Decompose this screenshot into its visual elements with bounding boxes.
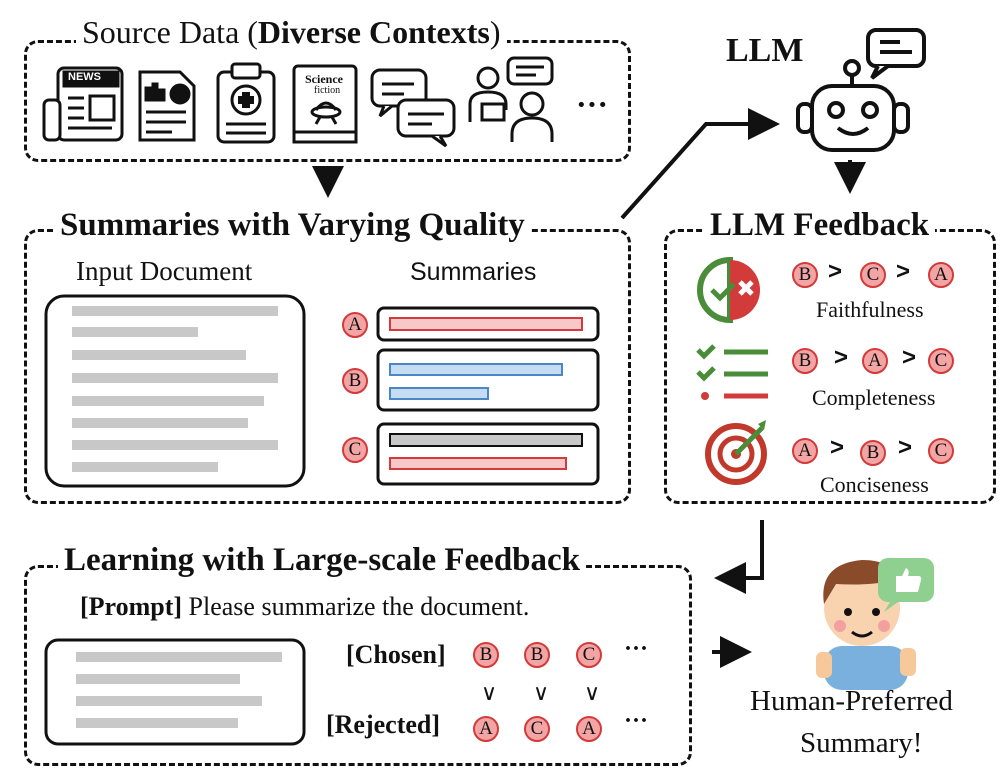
conciseness-label: Conciseness bbox=[820, 472, 929, 497]
faithfulness-rank-3: A bbox=[928, 262, 954, 288]
llm-label: LLM bbox=[726, 32, 804, 69]
llm-feedback-title: LLM Feedback bbox=[704, 207, 936, 244]
human-preferred-line1: Human-Preferred bbox=[750, 685, 953, 717]
prompt-text: Please summarize the document. bbox=[182, 592, 530, 621]
summary-card-c bbox=[376, 422, 600, 486]
vee-3: ∨ bbox=[584, 680, 601, 705]
human-preferred-line2: Summary! bbox=[800, 727, 923, 759]
conciseness-gt-1: > bbox=[830, 434, 845, 461]
conciseness-rank-3: C bbox=[928, 438, 954, 464]
completeness-checklist-icon bbox=[696, 344, 768, 400]
faithfulness-rank-2: C bbox=[860, 262, 886, 288]
completeness-gt-1: > bbox=[834, 344, 849, 371]
summary-label-c: C bbox=[342, 437, 368, 463]
prompt-tag: [Prompt] bbox=[80, 592, 183, 621]
chosen-3: C bbox=[576, 642, 602, 668]
completeness-rank-1: B bbox=[792, 348, 818, 374]
chosen-ellipsis: ··· bbox=[624, 636, 649, 662]
llm-robot-icon bbox=[796, 28, 926, 152]
conciseness-gt-2: > bbox=[898, 434, 913, 461]
book-label-fiction: fiction bbox=[314, 85, 341, 96]
conciseness-target-icon bbox=[705, 420, 767, 485]
summary-label-b: B bbox=[342, 368, 368, 394]
completeness-label: Completeness bbox=[812, 385, 936, 410]
input-document-card bbox=[44, 294, 306, 488]
faithfulness-gt-1: > bbox=[828, 258, 843, 285]
chosen-1: B bbox=[473, 642, 499, 668]
chosen-2: B bbox=[524, 642, 550, 668]
medical-clipboard-icon bbox=[216, 62, 276, 144]
rejected-1: A bbox=[473, 716, 499, 742]
summaries-title: Summaries with Varying Quality bbox=[54, 207, 531, 244]
human-child-icon bbox=[816, 558, 934, 690]
conciseness-rank-2: B bbox=[860, 440, 886, 466]
vee-1: ∨ bbox=[481, 680, 498, 705]
science-fiction-book-icon bbox=[292, 64, 358, 144]
report-chart-icon bbox=[138, 70, 196, 142]
newspaper-icon bbox=[42, 66, 124, 142]
prompt-line: [Prompt] Please summarize the document. bbox=[80, 592, 529, 622]
chosen-label: [Chosen] bbox=[346, 640, 446, 669]
summaries-label: Summaries bbox=[410, 258, 537, 286]
source-data-title: Source Data (Diverse Contexts) bbox=[76, 14, 507, 51]
summary-card-a bbox=[376, 306, 600, 342]
rejected-3: A bbox=[576, 716, 602, 742]
summary-label-a: A bbox=[342, 312, 368, 338]
meeting-people-icon bbox=[468, 56, 554, 142]
summary-card-b bbox=[376, 348, 600, 412]
conciseness-rank-1: A bbox=[792, 438, 818, 464]
vee-2: ∨ bbox=[533, 680, 550, 705]
input-document-label: Input Document bbox=[76, 256, 253, 286]
completeness-rank-3: C bbox=[928, 348, 954, 374]
learning-title: Learning with Large-scale Feedback bbox=[58, 542, 587, 579]
completeness-rank-2: A bbox=[862, 348, 888, 374]
rejected-label: [Rejected] bbox=[326, 710, 441, 739]
learning-document-card bbox=[44, 638, 306, 746]
faithfulness-icon bbox=[697, 256, 760, 324]
faithfulness-label: Faithfulness bbox=[816, 297, 924, 322]
completeness-gt-2: > bbox=[902, 344, 917, 371]
faithfulness-rank-1: B bbox=[792, 262, 818, 288]
source-ellipsis: ··· bbox=[576, 86, 609, 122]
chat-bubbles-icon bbox=[370, 68, 456, 148]
rejected-2: C bbox=[524, 716, 550, 742]
faithfulness-gt-2: > bbox=[896, 258, 911, 285]
book-label-science: Science bbox=[305, 72, 343, 86]
news-label: NEWS bbox=[68, 71, 101, 83]
rejected-ellipsis: ··· bbox=[624, 708, 649, 734]
